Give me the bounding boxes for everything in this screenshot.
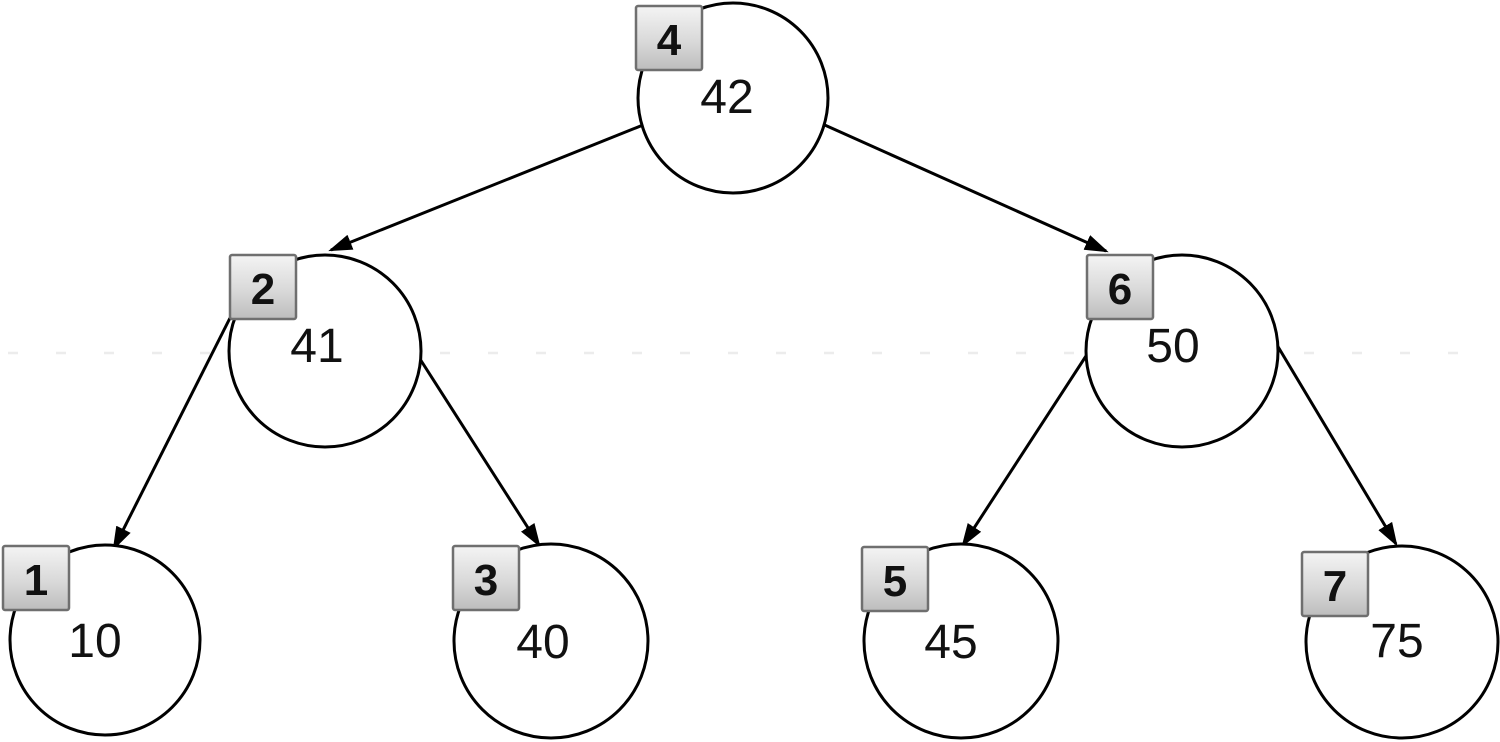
edge-6-to-7 [1275,344,1398,547]
badge-label: 4 [657,16,682,65]
badge-label: 1 [24,556,48,605]
position-badge [228,253,298,321]
tree-node-2: 2 41 [227,253,423,449]
tree-node-6: 6 50 [1084,253,1280,449]
tree-node-7: 7 75 [1300,544,1500,740]
position-badge [634,4,704,72]
position-badge [1,544,71,612]
badge-label: 7 [1323,562,1347,611]
node-value-label: 40 [516,616,569,669]
node-value-label: 42 [700,71,753,124]
node-value-label: 41 [290,320,343,373]
edge-4-to-6 [817,120,1109,253]
tree-node-3: 3 40 [451,542,650,740]
node-value-label: 50 [1146,320,1199,373]
badge-label: 3 [474,556,498,605]
tree-node-4: 4 42 [634,1,830,195]
edge-4-to-2 [328,121,649,252]
node-value-label: 45 [924,616,977,669]
edge-2-to-1 [112,317,232,551]
tree-node-5: 5 45 [860,542,1060,740]
node-value-label: 10 [68,615,121,668]
edge-2-to-3 [418,358,541,548]
tree-node-1: 1 10 [1,543,202,737]
badge-label: 2 [251,265,275,314]
tree-edges [112,120,1398,551]
position-badge [1300,550,1370,618]
badge-label: 5 [883,557,907,606]
position-badge [860,545,930,613]
position-badge [451,544,521,612]
edge-6-to-5 [961,355,1088,548]
position-badge [1085,253,1155,321]
node-value-label: 75 [1370,615,1423,668]
badge-label: 6 [1108,265,1132,314]
